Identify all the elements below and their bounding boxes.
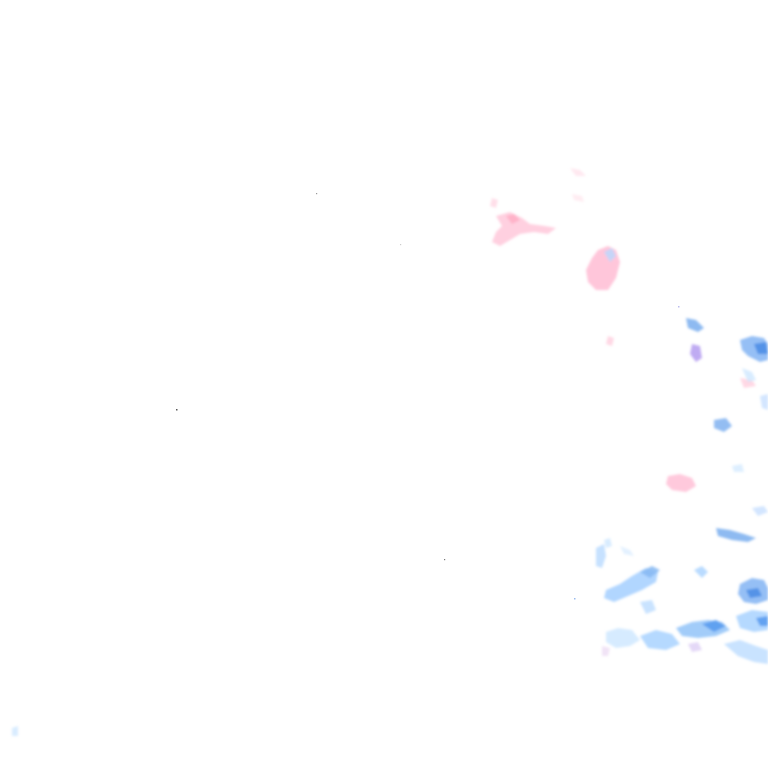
rain-echo xyxy=(740,336,768,362)
mix-echo xyxy=(602,646,610,656)
rain-echo xyxy=(676,620,730,638)
rain-echo xyxy=(736,610,768,632)
rain-echo xyxy=(716,528,756,542)
rain-echo xyxy=(604,248,616,262)
rain-echo xyxy=(596,544,606,568)
snow-echo xyxy=(606,336,614,346)
snow-echo xyxy=(570,168,586,176)
rain-echo xyxy=(754,342,768,354)
rain-echo xyxy=(604,568,658,602)
snow-echo xyxy=(666,474,696,492)
rain-echo xyxy=(640,600,656,614)
rain-echo xyxy=(756,616,768,626)
rain-echo xyxy=(702,620,726,632)
rain-echo xyxy=(732,464,744,472)
snow-echo xyxy=(492,212,556,246)
rain-echo xyxy=(752,506,768,516)
snow-echo xyxy=(490,198,498,208)
rain-echo xyxy=(686,318,704,332)
rain-echo xyxy=(694,566,708,578)
rain-echo xyxy=(640,630,680,650)
rain-echo xyxy=(640,566,660,578)
rain-echo xyxy=(714,418,732,432)
stray-pixels xyxy=(176,193,680,600)
rain-echo-cluster-east xyxy=(686,318,768,542)
rain-echo xyxy=(742,368,756,382)
rain-echo xyxy=(12,726,18,736)
rain-echo xyxy=(604,538,612,548)
snow-echo-cluster-north xyxy=(490,168,756,492)
rain-echo xyxy=(746,588,762,598)
mix-echo xyxy=(688,642,702,652)
snow-echo xyxy=(506,214,520,224)
rain-echo xyxy=(606,628,640,648)
rain-echo xyxy=(724,640,768,664)
rain-echo xyxy=(620,546,634,556)
rain-echo xyxy=(760,394,768,410)
mix-echo xyxy=(690,344,702,362)
rain-echo-cluster-southeast xyxy=(12,538,768,736)
snow-echo xyxy=(586,246,620,290)
snow-echo xyxy=(572,194,584,202)
